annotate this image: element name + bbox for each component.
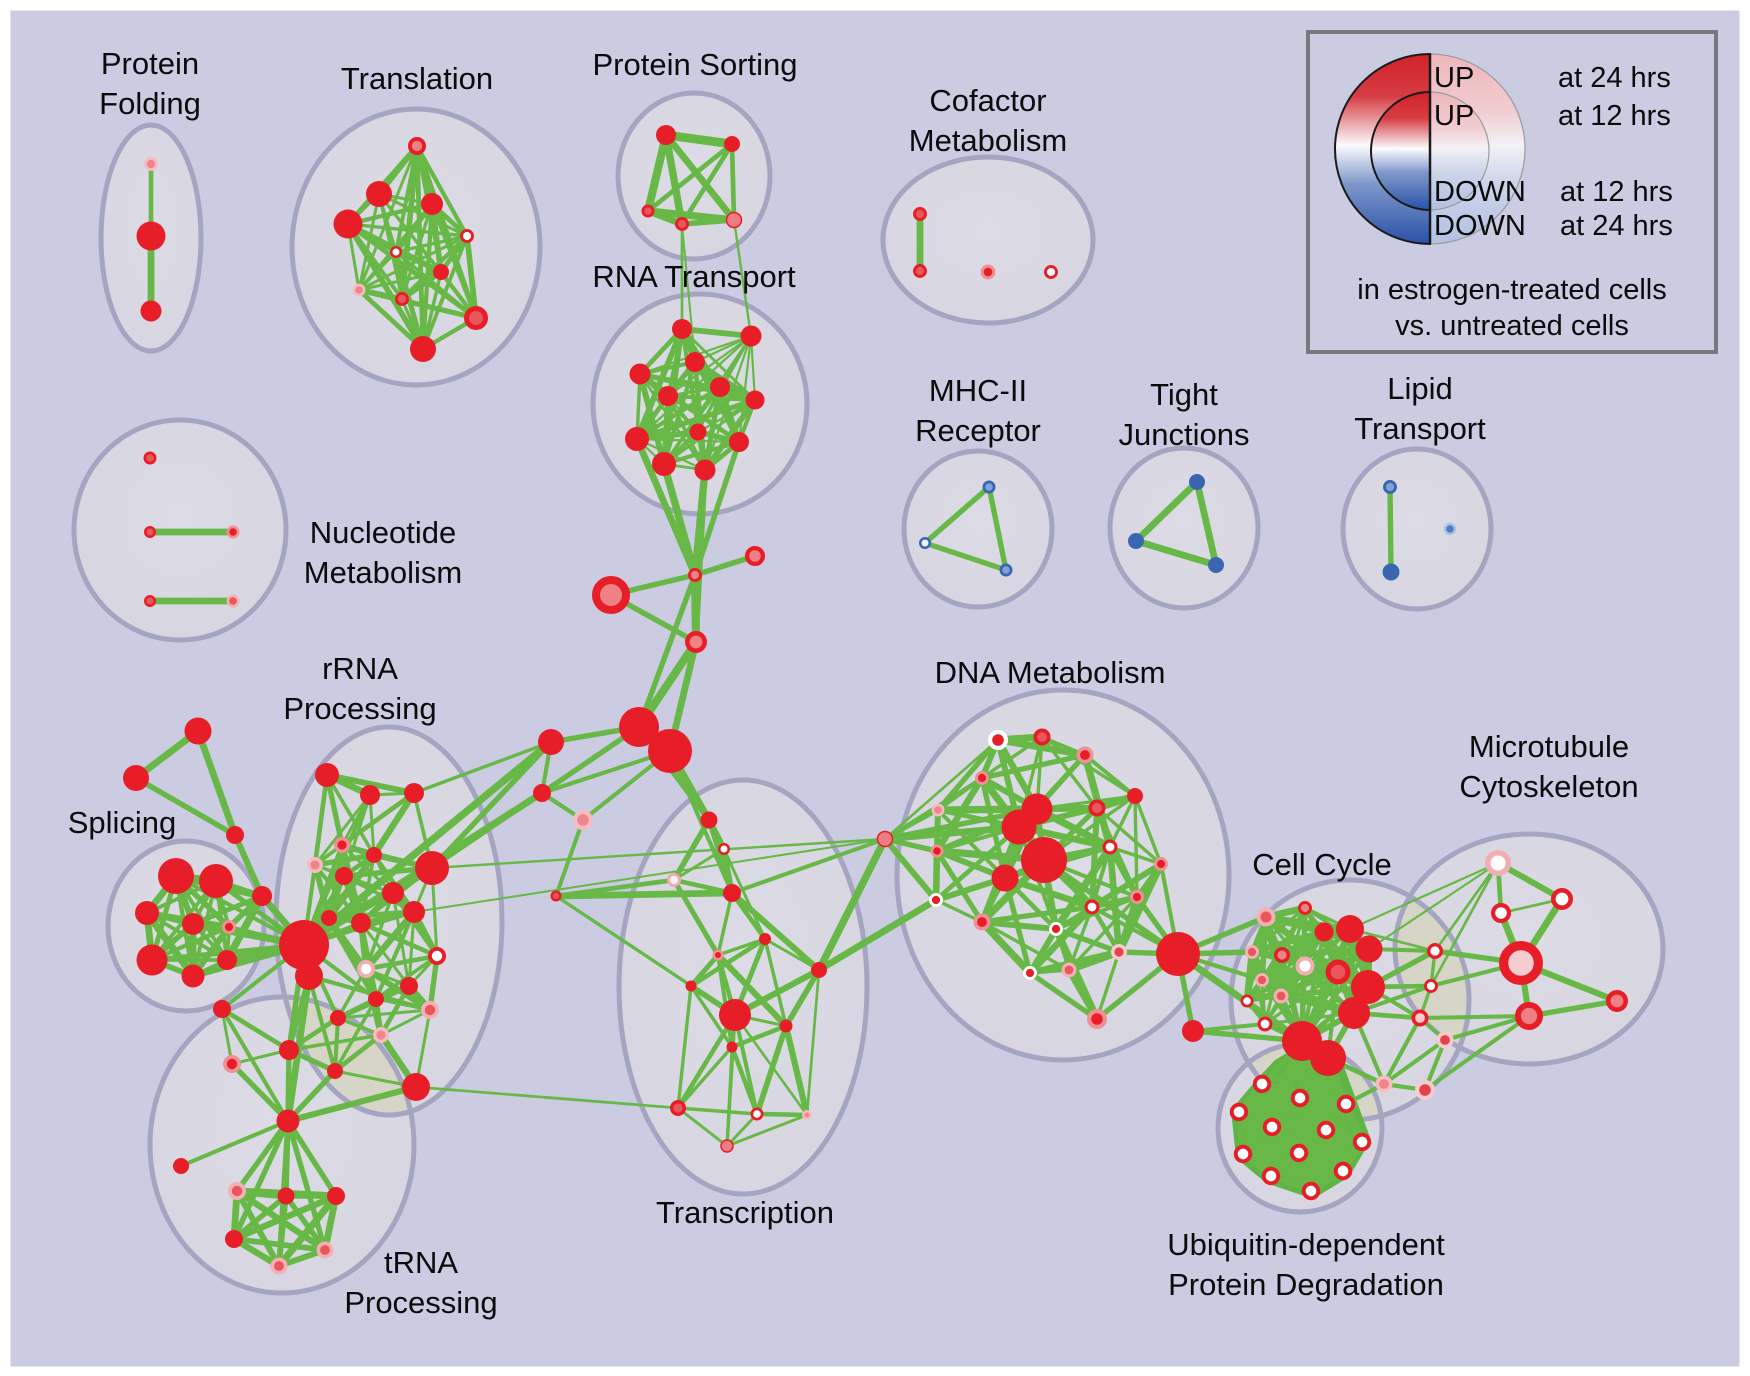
svg-text:DOWN: DOWN <box>1434 176 1526 208</box>
svg-text:Microtubule: Microtubule <box>1469 729 1629 764</box>
svg-text:MHC-II: MHC-II <box>929 373 1027 408</box>
svg-text:Folding: Folding <box>99 86 201 121</box>
svg-text:rRNA: rRNA <box>322 651 398 686</box>
svg-text:Protein: Protein <box>101 46 199 81</box>
svg-text:Protein Sorting: Protein Sorting <box>592 47 797 82</box>
svg-text:UP: UP <box>1434 62 1474 94</box>
svg-text:DNA Metabolism: DNA Metabolism <box>935 655 1166 690</box>
svg-text:Cytoskeleton: Cytoskeleton <box>1459 769 1638 804</box>
svg-text:at 24 hrs: at 24 hrs <box>1558 62 1671 94</box>
svg-text:Receptor: Receptor <box>915 413 1041 448</box>
svg-text:Cofactor: Cofactor <box>929 83 1046 118</box>
svg-text:Splicing: Splicing <box>68 805 177 840</box>
svg-text:Translation: Translation <box>341 61 493 96</box>
svg-text:Transport: Transport <box>1354 411 1486 446</box>
svg-text:Lipid: Lipid <box>1387 371 1453 406</box>
svg-text:Cell Cycle: Cell Cycle <box>1252 847 1392 882</box>
svg-text:Nucleotide: Nucleotide <box>310 515 456 550</box>
svg-text:at 12 hrs: at 12 hrs <box>1560 176 1673 208</box>
svg-text:DOWN: DOWN <box>1434 210 1526 242</box>
svg-text:Processing: Processing <box>344 1285 497 1320</box>
svg-text:Metabolism: Metabolism <box>304 555 463 590</box>
svg-text:Protein Degradation: Protein Degradation <box>1168 1267 1444 1302</box>
svg-text:tRNA: tRNA <box>384 1245 458 1280</box>
svg-text:at 12 hrs: at 12 hrs <box>1558 100 1671 132</box>
svg-text:at 24 hrs: at 24 hrs <box>1560 210 1673 242</box>
svg-text:in estrogen-treated cells: in estrogen-treated cells <box>1357 274 1667 306</box>
svg-text:RNA Transport: RNA Transport <box>592 259 796 294</box>
svg-text:Junctions: Junctions <box>1119 417 1250 452</box>
svg-text:Ubiquitin-dependent: Ubiquitin-dependent <box>1167 1227 1445 1262</box>
svg-text:Tight: Tight <box>1150 377 1218 412</box>
svg-text:Metabolism: Metabolism <box>909 123 1068 158</box>
svg-text:Processing: Processing <box>283 691 436 726</box>
svg-text:UP: UP <box>1434 100 1474 132</box>
svg-text:vs. untreated cells: vs. untreated cells <box>1395 310 1629 342</box>
svg-text:Transcription: Transcription <box>656 1195 834 1230</box>
